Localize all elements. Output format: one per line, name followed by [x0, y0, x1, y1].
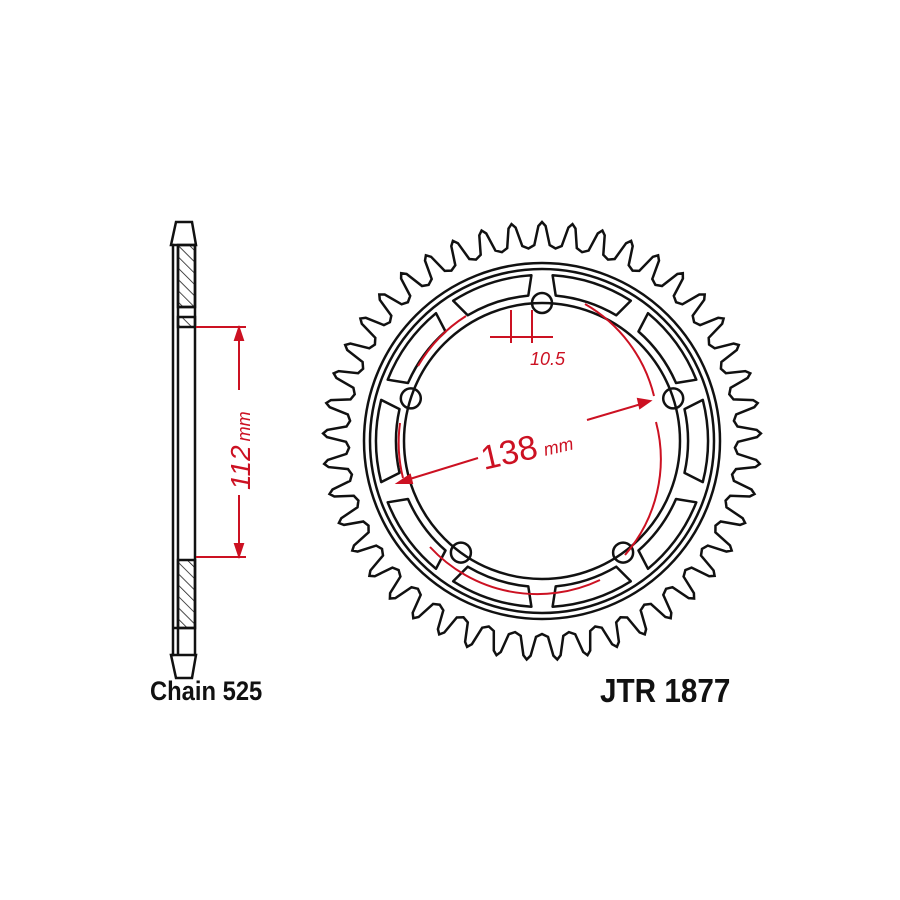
pcd-circle [397, 303, 662, 596]
side-dimension-112 [196, 324, 246, 560]
part-number-label: JTR 1877 [600, 672, 731, 709]
bolt-dimension [490, 310, 553, 343]
bolt-dimension-label: 10.5 [530, 349, 566, 369]
side-view [169, 220, 198, 680]
side-dimension-label: 112mm [225, 411, 256, 490]
chain-size-label: Chain 525 [150, 676, 263, 706]
pcd-label: 138mm [477, 420, 576, 478]
sprocket-front-view [321, 220, 763, 662]
pcd-dimension [394, 397, 653, 484]
